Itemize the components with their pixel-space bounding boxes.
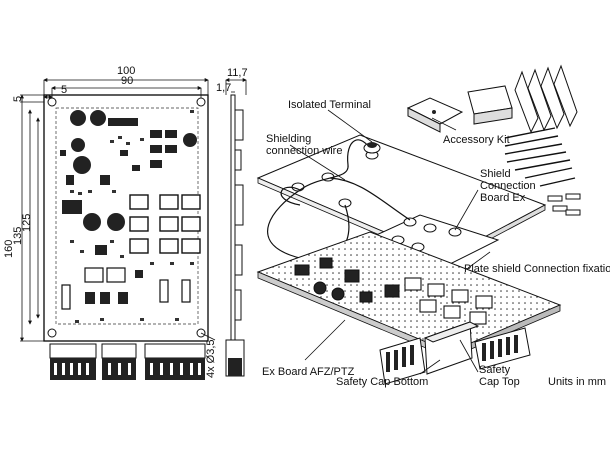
label-safety-cap-top: Safety Cap Top bbox=[479, 364, 520, 388]
label-units: Units in mm bbox=[548, 376, 607, 388]
board-top-view bbox=[43, 94, 245, 380]
label-safety-cap-bottom: Safety Cap Bottom bbox=[336, 376, 429, 388]
board-side-profile bbox=[225, 94, 245, 377]
dim-depth-1-7: 1,7 bbox=[216, 82, 232, 94]
dim-width-90: 90 bbox=[121, 75, 134, 87]
exploded-view bbox=[256, 134, 562, 385]
dim-width-100: 100 bbox=[117, 65, 136, 77]
dim-depth-11-7: 11,7 bbox=[227, 67, 248, 79]
label-accessory-kit: Accessory Kit bbox=[443, 134, 510, 146]
label-shielding-wire: Shielding connection wire bbox=[266, 133, 343, 157]
dim-height-125: 125 bbox=[21, 213, 33, 232]
dim-inset-5-side: 5 bbox=[12, 95, 24, 102]
label-isolated-terminal: Isolated Terminal bbox=[288, 99, 371, 111]
terminal-blocks bbox=[49, 343, 206, 380]
safety-cap-top bbox=[423, 321, 480, 343]
label-shield-board: Shield Connection Board Ex bbox=[480, 168, 536, 204]
label-plate-shield: Plate shield Connection fixation Ex bbox=[464, 263, 610, 275]
isolated-terminal-part bbox=[363, 142, 381, 154]
leader-lines bbox=[289, 109, 491, 375]
accessory-kit bbox=[406, 64, 581, 216]
label-ex-board: Ex Board AFZ/PTZ bbox=[262, 366, 355, 378]
dim-inset-5-top: 5 bbox=[61, 84, 68, 96]
dimension-lines bbox=[20, 78, 247, 342]
dim-holes: 4x Ø3,5 bbox=[205, 339, 217, 378]
